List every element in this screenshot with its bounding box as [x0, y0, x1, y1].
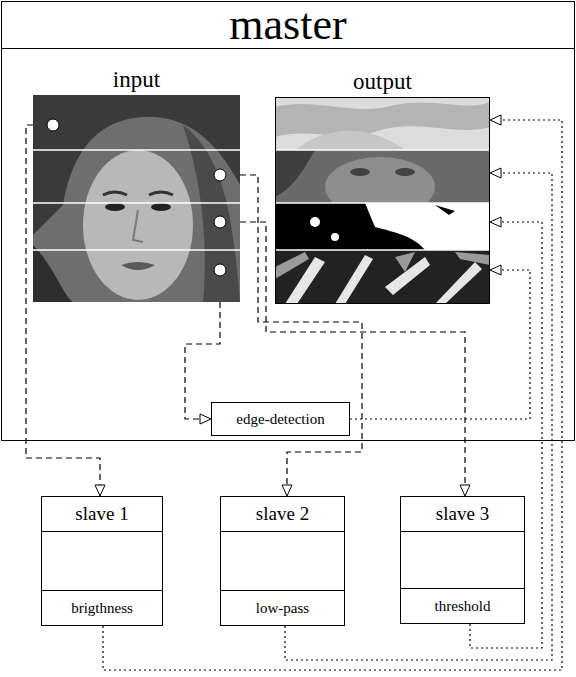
node-heading: master	[2, 2, 574, 49]
node-heading: edge-detection	[212, 403, 349, 435]
node-label: threshold	[401, 588, 524, 623]
input-image: input	[33, 95, 240, 302]
slave-box: slave 3 threshold	[400, 496, 525, 624]
dotted-connector	[350, 270, 530, 419]
node-heading: slave 1	[42, 497, 162, 532]
input-photo	[33, 95, 240, 302]
node-label: brigthness	[42, 590, 162, 625]
output-image: output	[275, 97, 490, 304]
process-box: edge-detection	[211, 402, 350, 436]
node-heading: slave 3	[401, 497, 524, 532]
master-panel: masterinputoutputedge-detection	[1, 1, 575, 441]
dotted-connector	[103, 120, 562, 670]
dashed-connector	[240, 175, 362, 496]
node-label: low-pass	[221, 590, 344, 625]
node-heading: output	[275, 69, 490, 95]
slave-box: slave 2 low-pass	[220, 496, 345, 626]
dashed-connector	[240, 222, 465, 496]
node-heading: input	[33, 67, 240, 93]
slave-box: slave 1 brigthness	[41, 496, 163, 626]
output-photo	[275, 97, 490, 304]
node-heading: slave 2	[221, 497, 344, 532]
